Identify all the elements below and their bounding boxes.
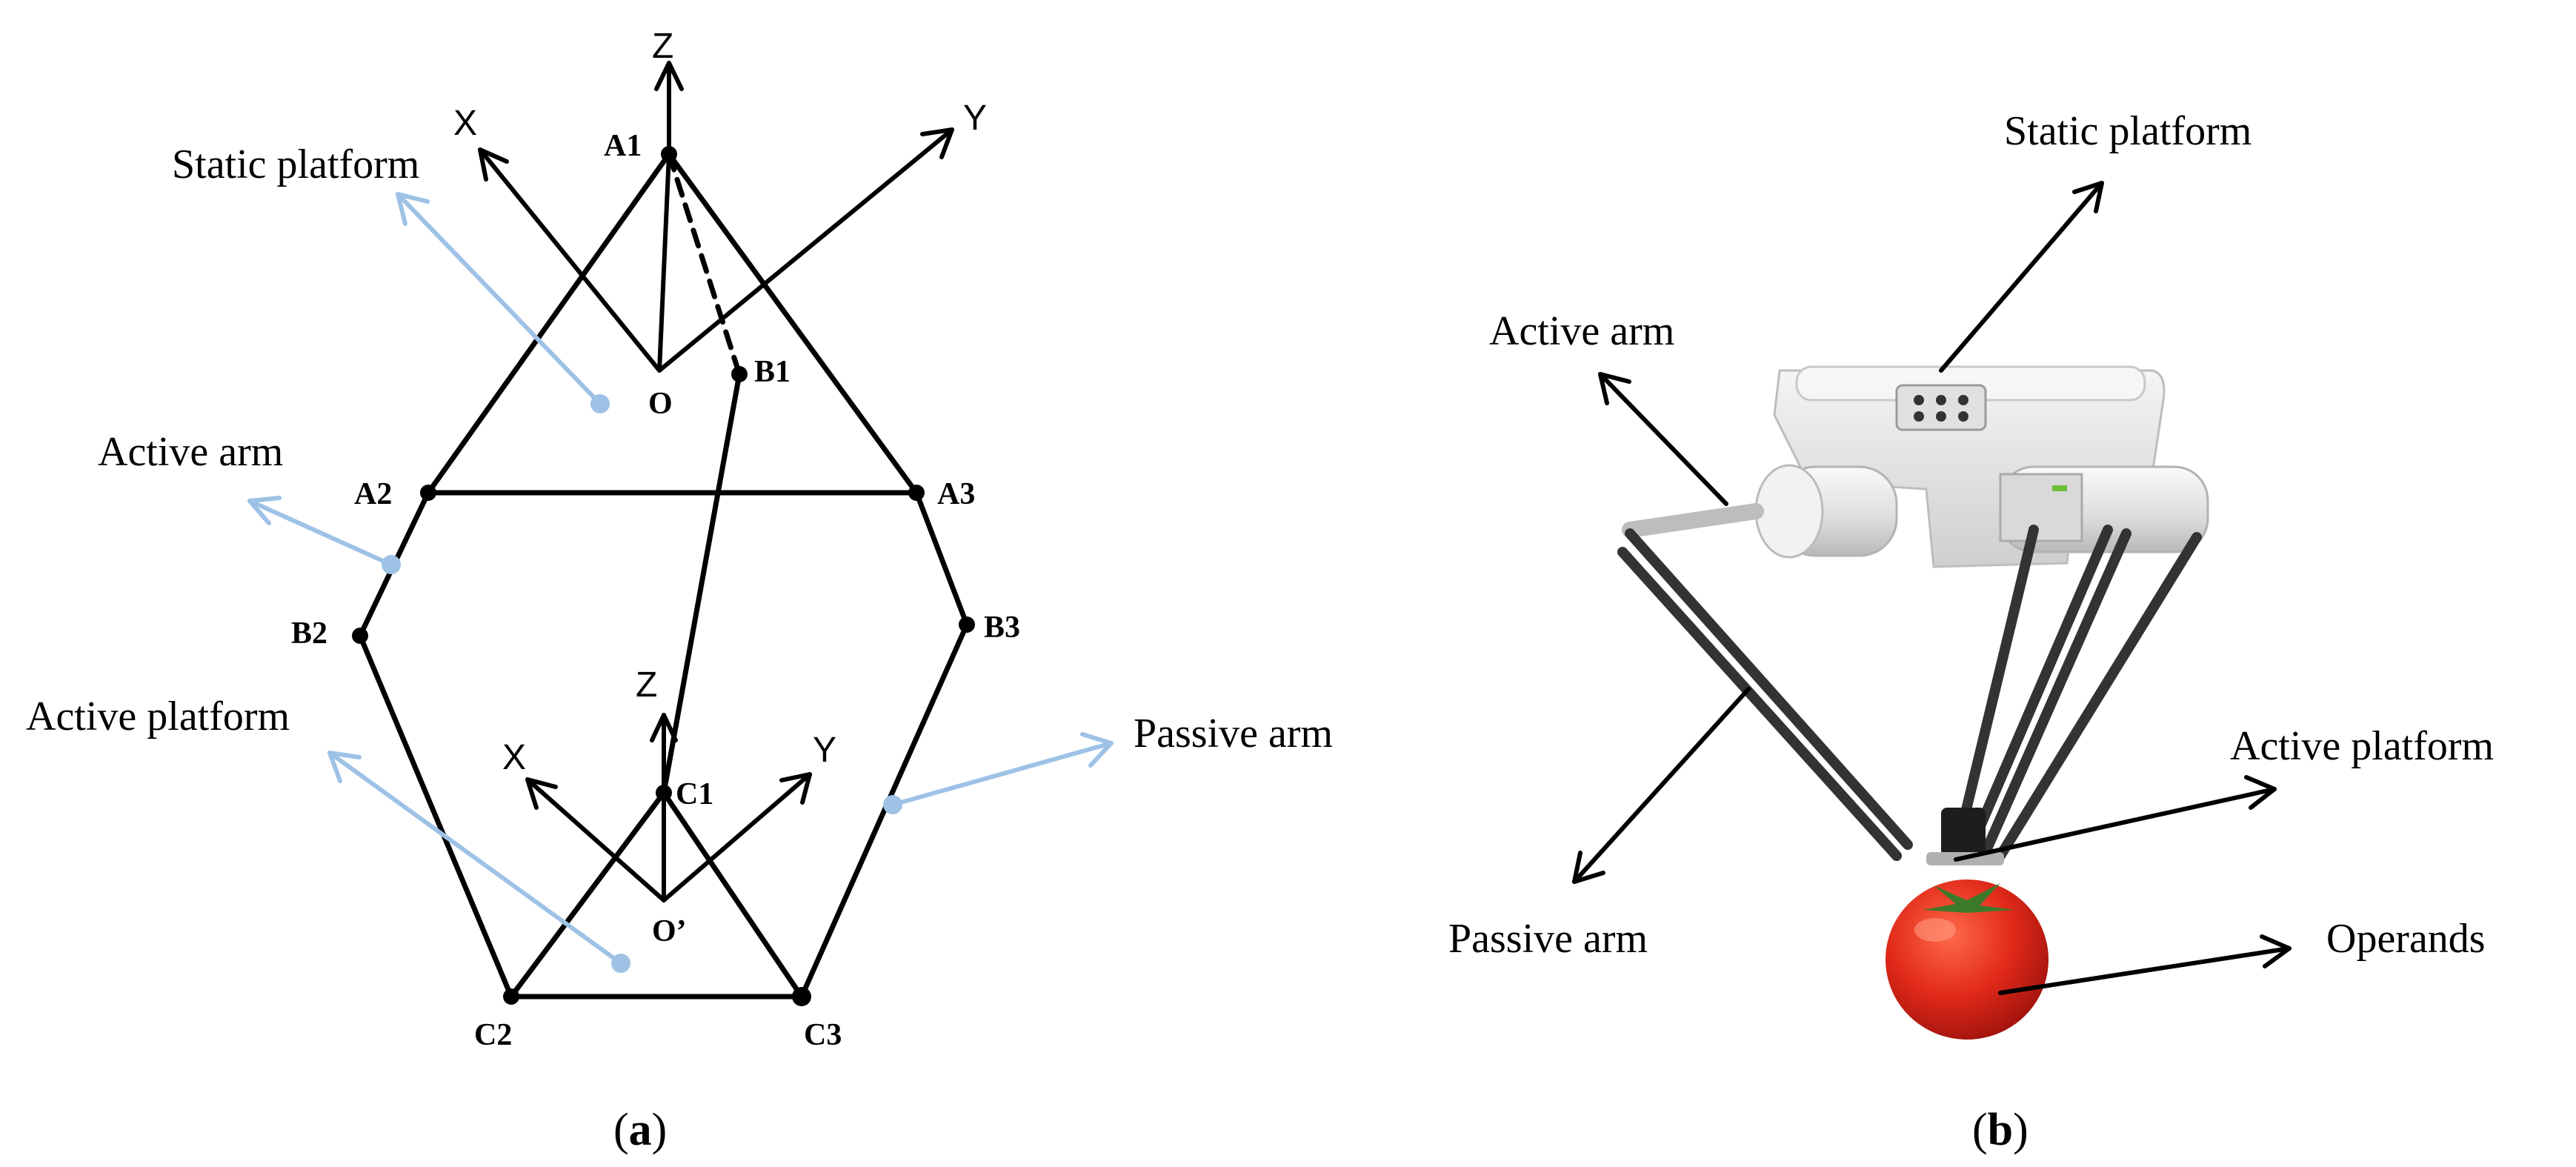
pointer-active-arm bbox=[247, 499, 393, 567]
joint-b2 bbox=[352, 628, 368, 644]
point-label-a1: A1 bbox=[604, 129, 642, 163]
joint-c1 bbox=[656, 785, 672, 801]
frame-c1-c3 bbox=[661, 790, 805, 1000]
pointer-active-platform bbox=[327, 751, 623, 965]
point-label-a2: A2 bbox=[354, 477, 392, 511]
blue-pointers bbox=[247, 192, 1114, 965]
robot-end-effector bbox=[1941, 808, 1986, 856]
pointer-static-platform bbox=[396, 192, 602, 406]
pointer-active-platform-b bbox=[1954, 787, 2277, 862]
panel-b-robot-photo: Static platform Active arm Active platfo… bbox=[1448, 108, 2494, 1155]
pointer-operands-b bbox=[1998, 946, 2292, 995]
label-operands-b: Operands bbox=[2326, 916, 2486, 962]
robot-motor-left bbox=[1754, 464, 1898, 559]
frame-c1-c2 bbox=[508, 790, 667, 1000]
axis-y-top: Y bbox=[963, 99, 987, 138]
point-label-b2: B2 bbox=[291, 616, 327, 651]
pointer-passive-arm-b bbox=[1572, 687, 1751, 884]
point-label-c2: C2 bbox=[474, 1018, 512, 1052]
robot-passive-arms bbox=[1617, 525, 2202, 861]
label-static-platform-a: Static platform bbox=[172, 142, 419, 187]
axis-x-top: X bbox=[453, 104, 477, 143]
axis-x-bottom: X bbox=[502, 738, 526, 777]
label-active-platform-a: Active platform bbox=[26, 694, 290, 739]
axis-z-bottom: Z bbox=[636, 665, 657, 705]
axis-z-top: Z bbox=[652, 27, 673, 66]
label-active-arm-b: Active arm bbox=[1489, 308, 1674, 354]
joint-c2 bbox=[503, 988, 519, 1005]
label-active-arm-a: Active arm bbox=[98, 429, 283, 475]
joint-a1 bbox=[661, 146, 677, 162]
caption-b: (b) bbox=[1972, 1105, 2028, 1155]
blue-pointer-dots bbox=[382, 394, 902, 973]
delta-robot-illustration bbox=[1617, 365, 2209, 1040]
label-active-platform-b: Active platform bbox=[2230, 723, 2494, 769]
pointer-static-platform-b bbox=[1939, 181, 2104, 373]
joint-points bbox=[352, 146, 975, 1006]
tomato-operand bbox=[1886, 880, 2049, 1040]
point-label-b3: B3 bbox=[984, 611, 1020, 645]
top-coordinate-frame bbox=[478, 61, 954, 373]
point-label-c3: C3 bbox=[804, 1018, 842, 1052]
frame-outline bbox=[357, 151, 970, 1000]
panel-a-diagram: Z X Y Z X Y A1 A2 A3 B1 B2 B3 C1 C2 C3 O… bbox=[26, 27, 1333, 1155]
point-label-a3: A3 bbox=[937, 477, 975, 511]
robot-active-arm-left bbox=[1622, 503, 1764, 538]
robot-connector bbox=[1895, 384, 1987, 431]
joint-c3 bbox=[792, 987, 811, 1006]
point-label-b1: B1 bbox=[754, 355, 791, 389]
pointer-active-arm-b bbox=[1598, 372, 1728, 506]
caption-a: (a) bbox=[613, 1105, 667, 1155]
black-pointers bbox=[1572, 181, 2292, 995]
delta-frame-lines bbox=[357, 151, 970, 1000]
joint-a2 bbox=[420, 485, 436, 501]
axis-y-bottom: Y bbox=[813, 731, 836, 770]
dashed-a1-b1 bbox=[666, 151, 742, 377]
label-static-platform-b: Static platform bbox=[2004, 108, 2251, 154]
pointer-passive-arm bbox=[891, 741, 1114, 807]
bottom-coordinate-frame bbox=[525, 713, 812, 902]
arm-b1-c1 bbox=[661, 371, 742, 796]
point-label-o: O bbox=[648, 387, 673, 421]
label-passive-arm-b: Passive arm bbox=[1448, 916, 1648, 962]
joint-b1 bbox=[731, 366, 748, 382]
point-label-c1: C1 bbox=[676, 777, 713, 811]
robot-motor-right bbox=[1999, 465, 2209, 553]
joint-a3 bbox=[908, 485, 925, 501]
joint-b3 bbox=[959, 616, 975, 633]
point-label-o-prime: O’ bbox=[652, 914, 687, 948]
label-passive-arm-a: Passive arm bbox=[1134, 711, 1333, 757]
